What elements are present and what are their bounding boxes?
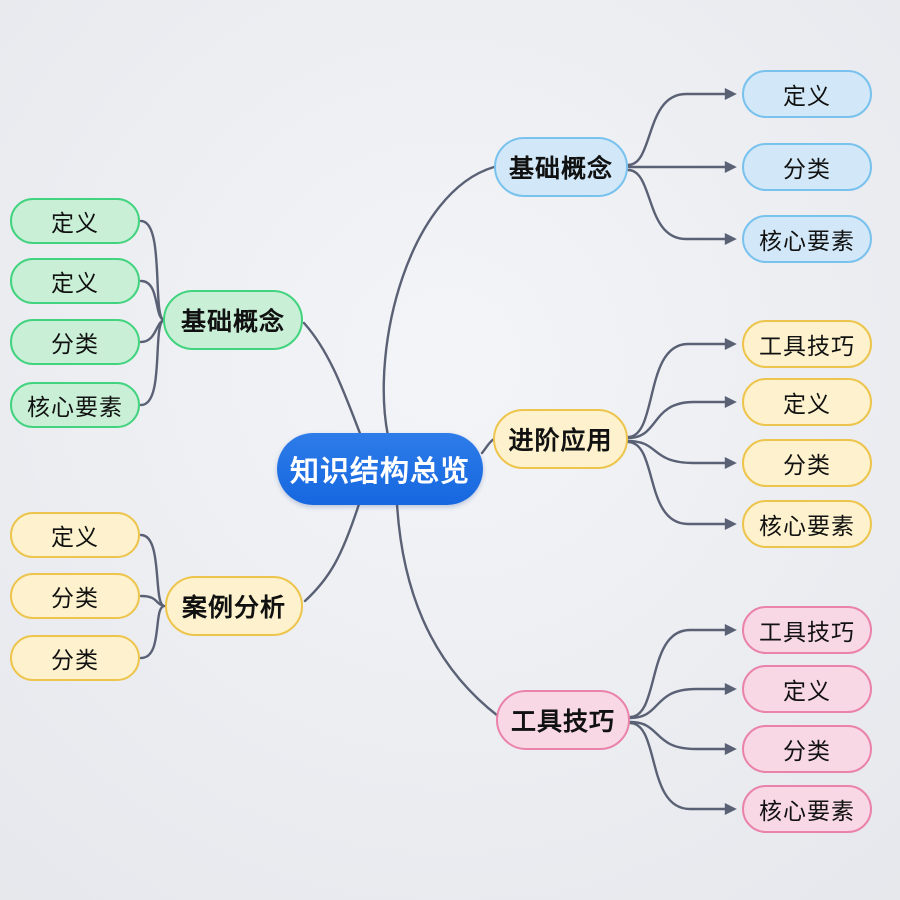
link-yellow-child-2 <box>626 396 737 440</box>
child-node[interactable]: 分类 <box>742 143 872 191</box>
child-node[interactable]: 定义 <box>10 198 140 244</box>
child-node[interactable]: 分类 <box>10 573 140 619</box>
branch-node-jichugainian-right[interactable]: 基础概念 <box>494 137 628 197</box>
link-root-left-jichu <box>302 321 363 438</box>
branch-node-gongjujiqiao[interactable]: 工具技巧 <box>496 690 630 750</box>
link-yellow-child-1 <box>626 338 737 439</box>
child-node[interactable]: 核心要素 <box>742 785 872 833</box>
link-yellow-child-4 <box>626 440 737 530</box>
branch-node-jinjieyingyong[interactable]: 进阶应用 <box>493 409 628 469</box>
child-node[interactable]: 核心要素 <box>742 500 872 548</box>
link-blue-child-1 <box>626 88 737 167</box>
child-node[interactable]: 定义 <box>10 512 140 558</box>
root-node[interactable]: 知识结构总览 <box>277 433 483 505</box>
child-node[interactable]: 分类 <box>742 439 872 487</box>
link-root-gongju <box>395 502 500 718</box>
link-pink-child-3 <box>628 720 737 755</box>
child-node[interactable]: 分类 <box>10 635 140 681</box>
child-node[interactable]: 分类 <box>742 725 872 773</box>
link-pink-child-2 <box>628 683 737 720</box>
child-node[interactable]: 定义 <box>10 258 140 304</box>
child-node[interactable]: 定义 <box>742 378 872 426</box>
link-green-child-1 <box>139 219 166 322</box>
link-anli-child-3 <box>139 604 166 660</box>
child-node[interactable]: 工具技巧 <box>742 320 872 368</box>
link-anli-child-2 <box>139 594 166 608</box>
link-pink-child-4 <box>628 721 737 815</box>
child-node[interactable]: 核心要素 <box>742 215 872 263</box>
link-root-right-jichu <box>382 165 496 438</box>
child-node[interactable]: 定义 <box>742 665 872 713</box>
branch-node-jichugainian-left[interactable]: 基础概念 <box>163 290 303 350</box>
link-root-anli <box>303 502 361 603</box>
link-blue-child-3 <box>626 168 737 245</box>
link-pink-child-1 <box>628 624 737 719</box>
link-green-child-2 <box>139 279 166 322</box>
link-yellow-child-3 <box>626 439 737 469</box>
child-node[interactable]: 分类 <box>10 319 140 365</box>
child-node[interactable]: 核心要素 <box>10 382 140 428</box>
child-node[interactable]: 定义 <box>742 70 872 118</box>
link-anli-child-1 <box>139 533 166 608</box>
link-green-child-4 <box>139 318 166 407</box>
branch-node-anlifenxi[interactable]: 案例分析 <box>165 576 303 636</box>
child-node[interactable]: 工具技巧 <box>742 606 872 654</box>
